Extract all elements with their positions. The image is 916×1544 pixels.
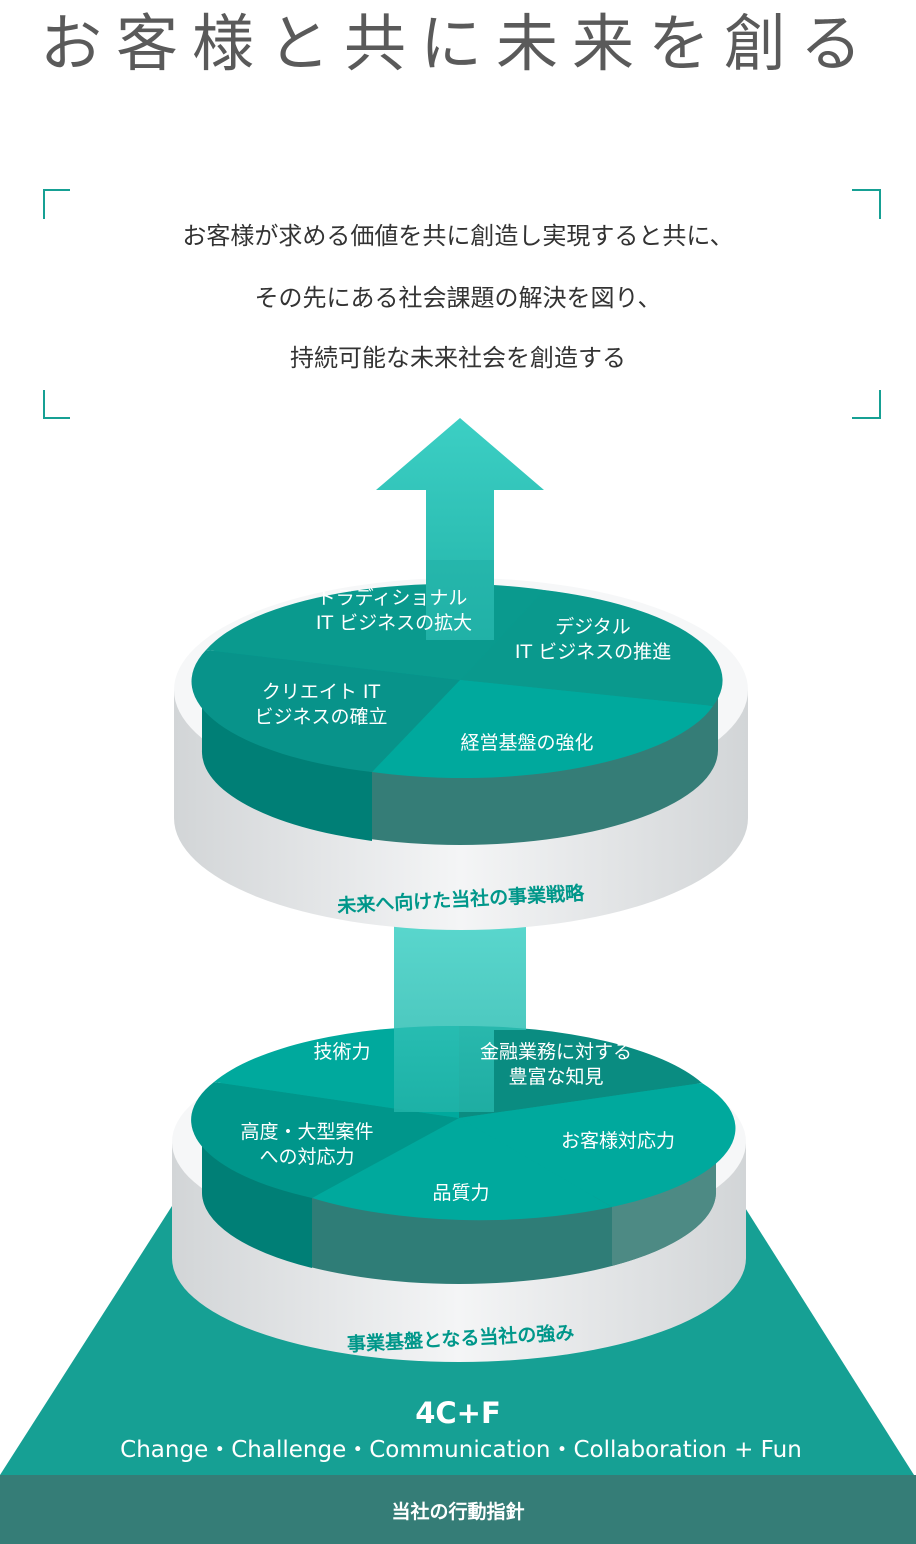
base-title: 4C+F bbox=[415, 1396, 501, 1430]
segment-create-it bbox=[191, 650, 461, 772]
segment-label-large-projects-1: 高度・大型案件 bbox=[240, 1121, 373, 1143]
segment-label-customer: お客様対応力 bbox=[561, 1130, 675, 1152]
segment-label-financial-1: 金融業務に対する bbox=[480, 1041, 632, 1063]
bracket-top-left bbox=[43, 189, 70, 219]
mission-line-3: 持続可能な未来社会を創造する bbox=[290, 344, 626, 372]
footer-bar bbox=[0, 1475, 916, 1544]
bracket-bottom-left bbox=[43, 390, 70, 419]
bracket-bottom-right bbox=[852, 390, 881, 419]
strengths-disc bbox=[191, 1025, 736, 1284]
segment-label-financial-2: 豊富な知見 bbox=[508, 1066, 603, 1088]
segment-label-traditional-2: IT ビジネスの拡大 bbox=[316, 612, 472, 634]
segment-label-digital-2: IT ビジネスの推進 bbox=[515, 641, 671, 663]
connector-arrow-lower bbox=[394, 925, 526, 1112]
segment-label-management: 経営基盤の強化 bbox=[460, 732, 593, 754]
segment-financial-knowledge bbox=[459, 1025, 702, 1118]
bracket-top-right bbox=[852, 189, 881, 219]
quote-brackets bbox=[43, 189, 881, 419]
segment-customer-response bbox=[459, 1083, 736, 1207]
segment-digital-it bbox=[460, 590, 723, 706]
segment-management-base bbox=[372, 680, 713, 779]
segment-label-digital-1: デジタル bbox=[555, 616, 631, 638]
mission-line-2: その先にある社会課題の解決を図り、 bbox=[254, 284, 662, 312]
base-subtitle: Change・Challenge・Communication・Collabora… bbox=[120, 1437, 802, 1463]
segment-quality bbox=[312, 1118, 612, 1221]
segment-label-traditional-1: トラディショナル bbox=[317, 587, 468, 609]
segment-label-create-2: ビジネスの確立 bbox=[254, 706, 387, 728]
segment-label-quality: 品質力 bbox=[432, 1182, 489, 1204]
segment-label-technology: 技術力 bbox=[313, 1041, 370, 1063]
segment-large-projects bbox=[191, 1082, 459, 1198]
segment-label-create-1: クリエイト IT bbox=[262, 681, 381, 703]
page-title: お客様と共に未来を創る bbox=[39, 7, 876, 80]
mission-line-1: お客様が求める価値を共に創造し実現すると共に、 bbox=[182, 222, 734, 250]
footer-label: 当社の行動指針 bbox=[391, 1500, 524, 1523]
up-arrow bbox=[376, 418, 544, 640]
strategy-disc bbox=[191, 583, 723, 845]
segment-label-large-projects-2: への対応力 bbox=[259, 1146, 354, 1168]
